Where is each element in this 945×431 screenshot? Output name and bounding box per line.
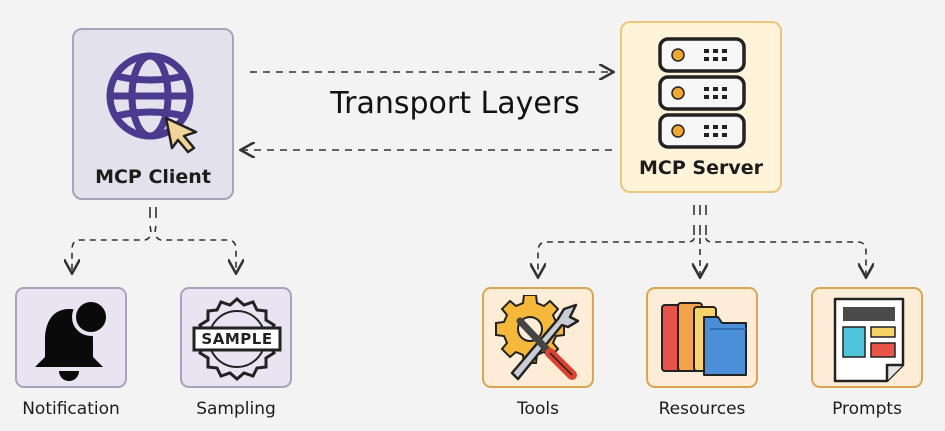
mcp-client-label: MCP Client (95, 166, 211, 188)
server-rack-icon (658, 37, 746, 149)
prompts-label: Prompts (832, 399, 902, 419)
notification-label: Notification (22, 399, 120, 419)
server-branch (538, 205, 866, 276)
globe-cursor-icon (106, 52, 198, 154)
stamp-text: SAMPLE (201, 330, 273, 348)
transport-layers-label: Transport Layers (330, 86, 580, 121)
folders-icon (661, 302, 747, 376)
client-branch (72, 207, 236, 272)
resources-label: Resources (658, 399, 746, 419)
bell-icon (35, 298, 110, 381)
tools-node (482, 287, 594, 388)
tools-icon (495, 295, 580, 381)
notification-node (15, 287, 127, 388)
prompts-node (811, 287, 923, 388)
mcp-server-node: MCP Server (620, 21, 782, 193)
sampling-node: SAMPLE (180, 287, 292, 388)
sampling-label: Sampling (196, 399, 276, 419)
resources-node (646, 287, 758, 388)
mcp-server-label: MCP Server (639, 157, 763, 179)
tools-label: Tools (517, 399, 559, 419)
mcp-client-node: MCP Client (72, 28, 234, 200)
sample-stamp-icon (192, 297, 282, 381)
document-layout-icon (833, 297, 905, 383)
